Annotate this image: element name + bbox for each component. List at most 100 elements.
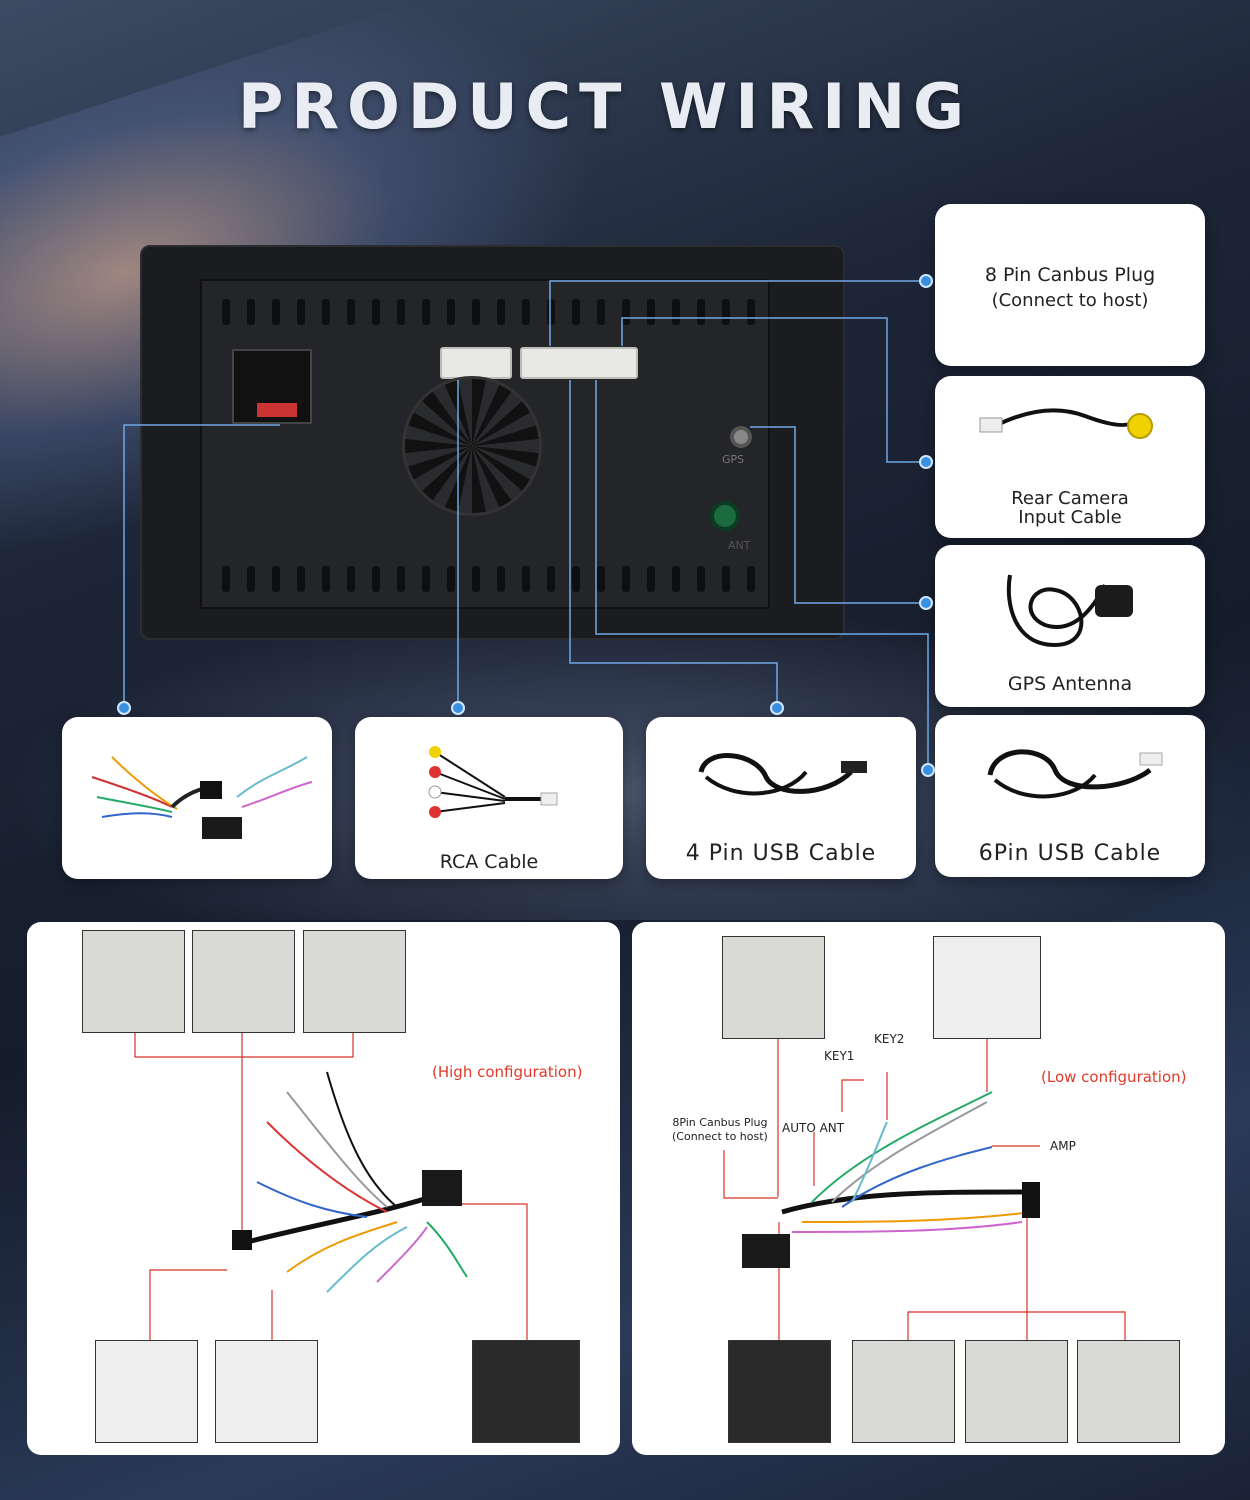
vent-slot bbox=[272, 299, 280, 325]
vent-slot bbox=[497, 566, 505, 592]
vent-slot bbox=[672, 299, 680, 325]
high-config-label: (High configuration) bbox=[432, 1063, 583, 1081]
vent-slot bbox=[672, 566, 680, 592]
high-thumb-4 bbox=[95, 1340, 198, 1443]
vent-slot bbox=[572, 566, 580, 592]
dot-gps bbox=[919, 596, 933, 610]
vent-slot bbox=[297, 566, 305, 592]
rear-camera-label-line2: Input Cable bbox=[1018, 507, 1122, 528]
antenna-port bbox=[710, 501, 740, 531]
gps-port bbox=[730, 426, 752, 448]
vent-slot bbox=[372, 299, 380, 325]
vent-slot bbox=[247, 299, 255, 325]
vent-slot bbox=[647, 566, 655, 592]
vent-slot bbox=[222, 566, 230, 592]
gps-antenna-image bbox=[1006, 574, 1133, 648]
vent-slot bbox=[322, 566, 330, 592]
dot-4pin bbox=[770, 701, 784, 715]
high-thumb-1 bbox=[82, 930, 185, 1033]
vent-slot bbox=[222, 299, 230, 325]
canbus-plug-port bbox=[520, 347, 638, 379]
high-configuration-panel: (High configuration) bbox=[27, 922, 620, 1455]
vent-slot bbox=[572, 299, 580, 325]
card-4pin-usb: 4 Pin USB Cable bbox=[646, 717, 916, 879]
low-configuration-panel: KEY2 KEY1 (Low configuration) 8Pin Canbu… bbox=[632, 922, 1225, 1455]
card-rca-cable: RCA Cable bbox=[355, 717, 623, 879]
vent-slot bbox=[697, 566, 705, 592]
card-gps-antenna: GPS Antenna bbox=[935, 545, 1205, 707]
high-thumb-2 bbox=[192, 930, 295, 1033]
rear-camera-label-line1: Rear Camera bbox=[1011, 488, 1129, 509]
high-thumb-6 bbox=[472, 1340, 580, 1443]
low-thumb-2 bbox=[933, 936, 1041, 1039]
vent-slot bbox=[397, 299, 405, 325]
vent-slot bbox=[447, 566, 455, 592]
vent-slot bbox=[497, 299, 505, 325]
high-thumb-3 bbox=[303, 930, 406, 1033]
vent-slot bbox=[597, 299, 605, 325]
vent-slot bbox=[622, 299, 630, 325]
vent-slot bbox=[422, 299, 430, 325]
vent-slot bbox=[622, 566, 630, 592]
label-auto-ant: AUTO ANT bbox=[782, 1121, 845, 1135]
vent-slot bbox=[347, 299, 355, 325]
6pin-usb-label: 6Pin USB Cable bbox=[978, 841, 1162, 866]
high-config-harness-diagram bbox=[134, 1033, 528, 1340]
vent-slot bbox=[447, 299, 455, 325]
vent-slot bbox=[472, 566, 480, 592]
vent-slot bbox=[472, 299, 480, 325]
vent-slot bbox=[372, 566, 380, 592]
vent-slot bbox=[397, 566, 405, 592]
vent-slot bbox=[247, 566, 255, 592]
low-thumb-5 bbox=[965, 1340, 1068, 1443]
label-amp: AMP bbox=[1050, 1139, 1076, 1153]
card-canbus-plug: 8 Pin Canbus Plug (Connect to host) bbox=[935, 204, 1205, 366]
vent-slot bbox=[697, 299, 705, 325]
vent-slot bbox=[297, 299, 305, 325]
vent-slot bbox=[747, 299, 755, 325]
low-thumb-3 bbox=[728, 1340, 831, 1443]
rca-cable-label: RCA Cable bbox=[439, 851, 539, 873]
vent-slot bbox=[522, 566, 530, 592]
6pin-usb-cable-image bbox=[987, 749, 1163, 799]
vent-slot bbox=[747, 566, 755, 592]
dot-canbus bbox=[919, 274, 933, 288]
cooling-fan bbox=[402, 376, 542, 516]
4pin-usb-cable-image bbox=[698, 753, 867, 796]
ant-port-label: ANT bbox=[728, 539, 751, 552]
head-unit-panel: GPS ANT bbox=[200, 279, 770, 609]
vent-slot bbox=[547, 299, 555, 325]
vent-slot bbox=[347, 566, 355, 592]
gps-antenna-label: GPS Antenna bbox=[1007, 673, 1133, 695]
high-thumb-5 bbox=[215, 1340, 318, 1443]
canbus-label-line1: 8 Pin Canbus Plug bbox=[984, 264, 1156, 286]
vent-slot bbox=[547, 566, 555, 592]
canbus-label-line2: (Connect to host) bbox=[991, 290, 1149, 311]
low-thumb-6 bbox=[1077, 1340, 1180, 1443]
connector-leader-lines bbox=[123, 280, 929, 770]
dot-harness bbox=[117, 701, 131, 715]
page-title: PRODUCT WIRING bbox=[237, 70, 973, 143]
vent-slot bbox=[322, 299, 330, 325]
label-key1: KEY1 bbox=[824, 1049, 855, 1063]
low-thumb-1 bbox=[722, 936, 825, 1039]
dot-rear-camera bbox=[919, 455, 933, 469]
card-rear-camera: Rear Camera Input Cable bbox=[935, 376, 1205, 538]
amp-fuse bbox=[257, 403, 297, 417]
low-config-harness-diagram bbox=[723, 1039, 1126, 1340]
card-power-harness bbox=[62, 717, 332, 879]
vent-slot bbox=[647, 299, 655, 325]
vent-slot bbox=[422, 566, 430, 592]
vent-slot bbox=[722, 566, 730, 592]
vent-slot bbox=[722, 299, 730, 325]
low-thumb-4 bbox=[852, 1340, 955, 1443]
rear-camera-cable-image bbox=[979, 408, 1153, 439]
head-unit-back: GPS ANT bbox=[140, 245, 845, 640]
label-key2: KEY2 bbox=[874, 1032, 905, 1046]
dot-6pin bbox=[921, 763, 935, 777]
label-canbus-plug: 8Pin Canbus Plug(Connect to host) bbox=[672, 1116, 768, 1143]
gps-port-label: GPS bbox=[722, 453, 745, 466]
dot-rca bbox=[451, 701, 465, 715]
card-6pin-usb: 6Pin USB Cable bbox=[935, 715, 1205, 877]
vent-slot bbox=[272, 566, 280, 592]
